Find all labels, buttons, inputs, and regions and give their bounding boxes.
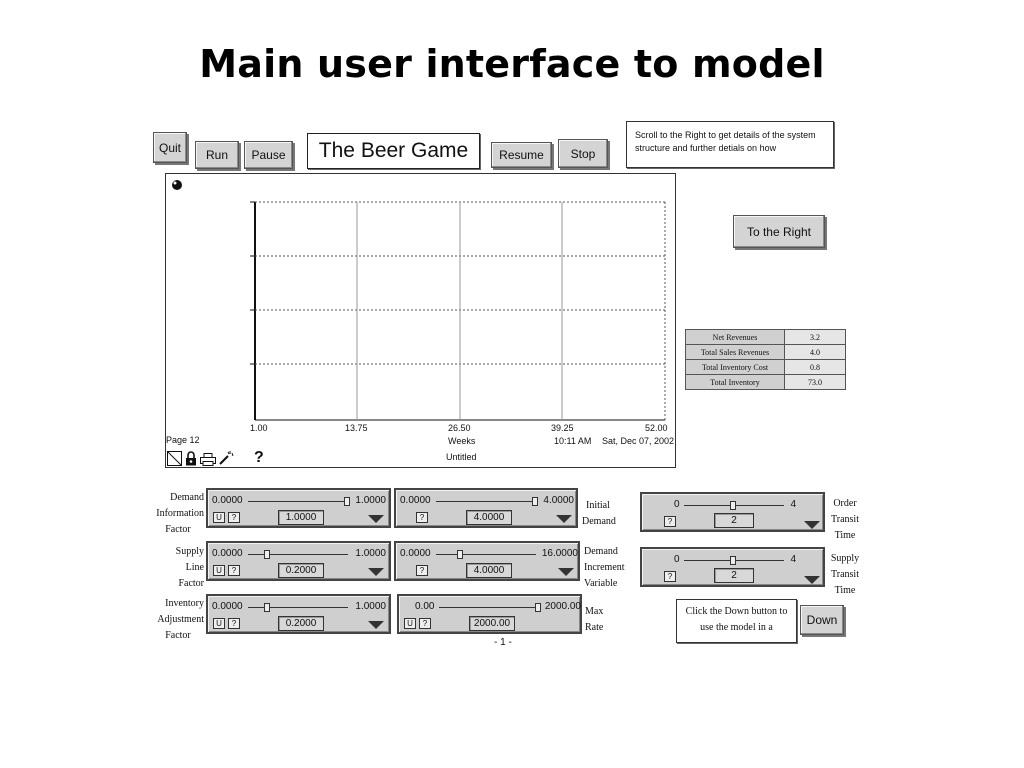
help-button[interactable]: ? <box>228 565 240 576</box>
page-indicator: Page 12 <box>166 435 200 445</box>
x-axis-label: Weeks <box>448 436 476 446</box>
dropdown-arrow-icon[interactable] <box>368 515 384 523</box>
dropdown-arrow-icon[interactable] <box>558 568 574 576</box>
value-field[interactable]: 2000.00 <box>469 616 515 631</box>
units-button[interactable]: U <box>213 512 225 523</box>
row-value: 3.2 <box>784 329 846 345</box>
row-value: 0.8 <box>784 359 846 375</box>
graph-untitled: Untitled <box>446 452 477 462</box>
help-button[interactable]: ? <box>664 516 676 527</box>
dropdown-arrow-icon[interactable] <box>804 521 820 529</box>
slider-thumb[interactable] <box>730 556 736 565</box>
row-value: 4.0 <box>784 344 846 360</box>
demand-increment-label: Demand Increment Variable <box>584 546 625 589</box>
demand-info-slider[interactable]: 0.0000 1.0000 U ? 1.0000 <box>206 488 391 528</box>
pause-button[interactable]: Pause <box>244 141 293 169</box>
help-button[interactable]: ? <box>664 571 676 582</box>
help-button[interactable]: ? <box>419 618 431 629</box>
run-button[interactable]: Run <box>195 141 239 169</box>
slider-thumb[interactable] <box>457 550 463 559</box>
x-tick: 52.00 <box>645 423 668 433</box>
dropdown-arrow-icon[interactable] <box>804 576 820 584</box>
supply-transit-label: Supply Transit Time <box>830 553 860 596</box>
graph-date: Sat, Dec 07, 2002 <box>602 436 675 446</box>
graph-plot-area <box>250 201 666 421</box>
row-label: Net Revenues <box>685 329 785 345</box>
quit-button[interactable]: Quit <box>153 132 187 163</box>
inventory-adj-slider[interactable]: 0.0000 1.0000 U ? 0.2000 <box>206 594 391 634</box>
dropdown-arrow-icon[interactable] <box>368 621 384 629</box>
value-field[interactable]: 0.2000 <box>278 563 324 578</box>
x-tick: 13.75 <box>345 423 368 433</box>
supply-transit-slider[interactable]: 0 4 ? 2 <box>640 547 825 587</box>
page-turn-icon[interactable] <box>167 451 182 466</box>
instructions-note: Scroll to the Right to get details of th… <box>626 121 834 168</box>
max-rate-label: Max Rate <box>585 606 604 633</box>
x-tick: 1.00 <box>250 423 268 433</box>
inventory-adj-label: Inventory Adjustment Factor <box>157 598 204 641</box>
value-field[interactable]: 2 <box>714 513 754 528</box>
graph-pin-icon[interactable] <box>171 178 183 190</box>
x-tick: 26.50 <box>448 423 471 433</box>
app-title: The Beer Game <box>307 133 480 169</box>
initial-demand-slider[interactable]: 0.0000 4.0000 ? 4.0000 <box>394 488 578 528</box>
max-rate-slider[interactable]: 0.00 2000.00 U ? 2000.00 <box>397 594 582 634</box>
initial-demand-label: Initial Demand <box>582 500 616 527</box>
help-button[interactable]: ? <box>228 618 240 629</box>
slider-thumb[interactable] <box>730 501 736 510</box>
magic-wand-icon[interactable] <box>218 450 234 466</box>
demand-increment-slider[interactable]: 0.0000 16.0000 ? 4.0000 <box>394 541 580 581</box>
dropdown-arrow-icon[interactable] <box>556 515 572 523</box>
help-button[interactable]: ? <box>416 565 428 576</box>
down-instructions-note: Click the Down button to use the model i… <box>676 599 797 643</box>
value-field[interactable]: 0.2000 <box>278 616 324 631</box>
down-button[interactable]: Down <box>800 605 844 635</box>
units-button[interactable]: U <box>404 618 416 629</box>
value-field[interactable]: 2 <box>714 568 754 583</box>
slider-thumb[interactable] <box>264 603 270 612</box>
row-value: 73.0 <box>784 374 846 390</box>
graph-pad: 1.00 13.75 26.50 39.25 52.00 Page 12 Wee… <box>165 173 676 468</box>
print-icon[interactable] <box>200 453 216 466</box>
page-number: - 1 - <box>494 637 512 648</box>
slider-thumb[interactable] <box>532 497 538 506</box>
graph-time: 10:11 AM <box>554 436 592 446</box>
order-transit-slider[interactable]: 0 4 ? 2 <box>640 492 825 532</box>
slider-thumb[interactable] <box>535 603 541 612</box>
slider-thumb[interactable] <box>264 550 270 559</box>
row-label: Total Inventory Cost <box>685 359 785 375</box>
to-the-right-button[interactable]: To the Right <box>733 215 825 248</box>
help-button[interactable]: ? <box>416 512 428 523</box>
help-icon[interactable]: ? <box>254 449 264 466</box>
units-button[interactable]: U <box>213 618 225 629</box>
order-transit-label: Order Transit Time <box>831 498 859 541</box>
supply-line-label: Supply Line Factor <box>175 546 204 589</box>
units-button[interactable]: U <box>213 565 225 576</box>
supply-line-slider[interactable]: 0.0000 1.0000 U ? 0.2000 <box>206 541 391 581</box>
value-field[interactable]: 4.0000 <box>466 563 512 578</box>
value-field[interactable]: 4.0000 <box>466 510 512 525</box>
demand-info-label: Demand Information Factor <box>156 492 204 535</box>
slide-title: Main user interface to model <box>199 42 825 86</box>
row-label: Total Sales Revenues <box>685 344 785 360</box>
stop-button[interactable]: Stop <box>558 139 608 168</box>
row-label: Total Inventory <box>685 374 785 390</box>
slider-thumb[interactable] <box>344 497 350 506</box>
help-button[interactable]: ? <box>228 512 240 523</box>
resume-button[interactable]: Resume <box>491 142 552 168</box>
lock-icon[interactable] <box>185 451 197 466</box>
value-field[interactable]: 1.0000 <box>278 510 324 525</box>
dropdown-arrow-icon[interactable] <box>368 568 384 576</box>
x-tick: 39.25 <box>551 423 574 433</box>
